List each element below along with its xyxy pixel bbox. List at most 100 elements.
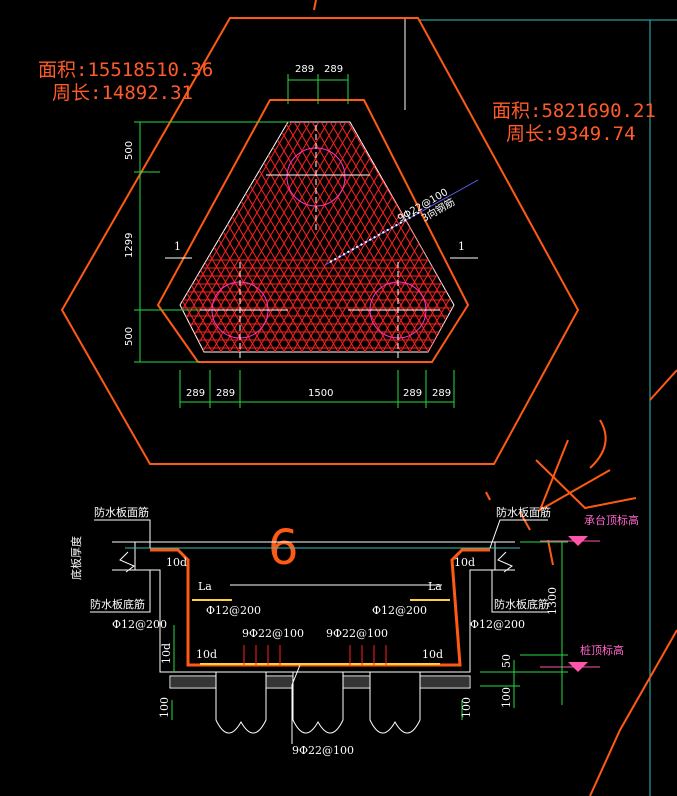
- rebar-line-d2-86: [386, 122, 454, 352]
- main-bar-bottom: 9Φ22@100: [292, 744, 354, 757]
- section-right-dims: [171, 541, 568, 720]
- inner-area-text: 面积:5821690.21: [492, 100, 656, 122]
- main-bar-right: 9Φ22@100: [326, 627, 388, 640]
- section-mark-right: 1: [458, 240, 465, 253]
- cap-stirrups: [243, 645, 387, 665]
- rebar-line-d2-91: [431, 122, 454, 352]
- outer-hexagon-outline: [60, 17, 580, 465]
- section-mark-left: 1: [174, 240, 181, 253]
- hand-stroke-7: [589, 629, 677, 796]
- leader-bottom-left: [90, 570, 151, 613]
- rebar-line-d2-65: [197, 122, 339, 352]
- rebar-line-d1-16: [180, 122, 227, 352]
- hand-stroke-4: [547, 539, 554, 566]
- rebar-line-d1-15: [180, 122, 218, 352]
- dim-bottom-1: 289: [186, 388, 205, 399]
- rebar-line-d1-37: [274, 122, 416, 352]
- rebar-line-d2-71: [251, 122, 393, 352]
- hand-stroke-6: [485, 491, 491, 501]
- rebar-line-d2-89: [413, 122, 454, 352]
- rebar-tick-marks: [329, 211, 421, 263]
- rebar-line-d1-41: [310, 122, 452, 352]
- label-leaders: [90, 519, 548, 744]
- leader-top-right: [489, 519, 548, 549]
- stirrup-left: Φ12@200: [206, 604, 261, 617]
- outer-perimeter-text: 周长:14892.31: [52, 82, 193, 104]
- rebar-line-d2-64: [188, 122, 330, 352]
- dim-top-1: 289: [295, 64, 314, 75]
- hand-stroke-8: [649, 369, 677, 401]
- rebar-line-d1-36: [265, 122, 407, 352]
- rebar-line-d2-67: [215, 122, 357, 352]
- dim-left-1: 500: [124, 141, 135, 160]
- yellow-rebar: [192, 599, 450, 665]
- pile-cap-outline: [156, 99, 470, 363]
- hand-stroke-3: [589, 419, 607, 469]
- dim-left-2: 1299: [124, 233, 135, 258]
- rebar-line-d1-38: [283, 122, 425, 352]
- bottom-bar-right: Φ12@200: [470, 618, 525, 631]
- label-bottom-right: 防水板底筋: [494, 597, 549, 611]
- pile-top-elevation: 桩顶标高: [580, 643, 624, 657]
- height-100: 100: [500, 687, 513, 708]
- leader-bottom-right: [491, 570, 548, 613]
- rebar-line-d2-88: [404, 122, 454, 352]
- pile-100-left: 100: [158, 697, 171, 718]
- break-left: [119, 551, 135, 573]
- anchor-bottom-left: 10d: [196, 648, 217, 661]
- piles: [215, 671, 421, 734]
- rebar-line-d2-69: [233, 122, 375, 352]
- label-thickness: 底板厚度: [69, 536, 83, 580]
- stirrup-right: Φ12@200: [372, 604, 427, 617]
- dim-bottom-5: 289: [432, 388, 451, 399]
- leader-bottom-bar: [291, 664, 301, 744]
- rebar-line-d2-68: [224, 122, 366, 352]
- rebar-line-d2-87: [395, 122, 454, 352]
- dim-top-2: 289: [324, 64, 343, 75]
- rebar-line-d2-62: [180, 122, 312, 352]
- rebar-line-d2-81: [341, 122, 454, 352]
- rebar-line-d1-43: [328, 122, 454, 352]
- dim-bottom-4: 289: [403, 388, 422, 399]
- plan-dimension-lines: [134, 74, 455, 408]
- la-left: La: [198, 580, 212, 593]
- rebar-line-d2-66: [206, 122, 348, 352]
- bottom-bar-left: Φ12@200: [112, 618, 167, 631]
- rebar-line-d1-44: [337, 122, 454, 352]
- rebar-line-d1-17: [180, 122, 236, 352]
- anchor-left: 10d: [166, 556, 187, 569]
- outer-area-text: 面积:15518510.36: [38, 59, 213, 81]
- break-lines: [119, 551, 513, 573]
- height-1300: 1300: [546, 587, 559, 615]
- rebar-line-d1-14: [180, 122, 209, 352]
- anchor-right: 10d: [454, 556, 475, 569]
- dim-bottom-3: 1500: [308, 388, 333, 399]
- rebar-line-d2-63: [180, 122, 321, 352]
- rebar-line-d1-42: [319, 122, 454, 352]
- pile-right: [369, 671, 421, 734]
- hand-stroke-5: [519, 511, 531, 531]
- pile-center-crosses: [196, 125, 440, 358]
- rebar-line-d1-39: [292, 122, 434, 352]
- main-bar-left: 9Φ22@100: [242, 627, 304, 640]
- inner-perimeter-text: 周长:9349.74: [506, 123, 636, 145]
- rebar-line-d1-23: [180, 122, 290, 352]
- top-stub-stroke: [313, 0, 317, 11]
- label-top-right: 防水板面筋: [496, 505, 551, 519]
- rebar-line-d1-18: [180, 122, 245, 352]
- dim-bottom-2: 289: [216, 388, 235, 399]
- leader-top-left: [94, 519, 151, 548]
- rebar-line-d1-45: [346, 122, 454, 352]
- pile-middle: [292, 671, 344, 734]
- pile-left: [215, 671, 267, 734]
- side-10d: 10d: [160, 643, 173, 664]
- rebar-line-d1-34: [247, 122, 389, 352]
- anchor-bottom-right: 10d: [422, 648, 443, 661]
- pile-100-right: 100: [460, 697, 473, 718]
- rebar-line-d1-40: [301, 122, 443, 352]
- cap-top-elevation: 承台顶标高: [584, 513, 639, 527]
- label-top-left: 防水板面筋: [94, 505, 149, 519]
- rebar-line-d2-60: [180, 122, 294, 352]
- hand-stroke-1: [538, 439, 611, 513]
